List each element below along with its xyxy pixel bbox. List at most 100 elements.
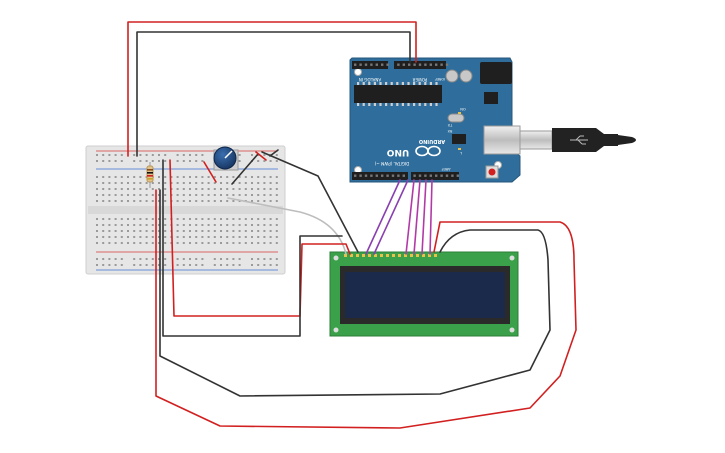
breadboard-hole [275, 224, 278, 226]
breadboard-hole [189, 200, 191, 202]
breadboard-hole [238, 176, 241, 178]
header-pin [413, 174, 416, 177]
breadboard-hole [226, 230, 229, 232]
breadboard-hole [96, 176, 98, 178]
breadboard-hole [220, 224, 222, 226]
breadboard-hole [269, 242, 272, 244]
breadboard-hole [176, 230, 179, 232]
lcd-pin [398, 254, 401, 257]
wire-backlight-red [155, 189, 577, 429]
chip-pin [429, 82, 432, 85]
header-pin [424, 63, 427, 66]
breadboard-hole [176, 264, 179, 266]
breadboard-hole [96, 224, 98, 226]
breadboard-hole [114, 264, 117, 266]
breadboard-hole [201, 264, 204, 266]
lcd-pin [422, 254, 425, 257]
header-pin [435, 174, 438, 177]
wire-d3-magenta [421, 179, 427, 255]
breadboard-hole [164, 200, 167, 202]
header-pin [418, 174, 422, 177]
breadboard-hole [182, 264, 185, 266]
header-pin [429, 174, 432, 177]
breadboard-hole [263, 200, 266, 202]
breadboard-hole [145, 160, 148, 162]
breadboard-hole [145, 230, 148, 232]
breadboard-hole [195, 154, 198, 156]
chip-pin [396, 103, 399, 106]
breadboard-hole [213, 218, 216, 220]
breadboard-hole [151, 258, 154, 260]
lcd-pin [380, 254, 383, 257]
breadboard-hole [189, 236, 191, 238]
breadboard-hole [182, 236, 185, 238]
breadboard-hole [145, 200, 148, 202]
breadboard-hole [263, 258, 266, 260]
breadboard-hole [182, 258, 185, 260]
breadboard-hole [164, 160, 167, 162]
potentiometer[interactable] [213, 146, 239, 171]
breadboard-hole [139, 154, 142, 156]
breadboard-hole [251, 176, 253, 178]
breadboard-hole [176, 182, 179, 184]
breadboard-hole [275, 242, 278, 244]
breadboard-hole [176, 200, 179, 202]
wires [127, 21, 577, 429]
header-pin [445, 63, 449, 66]
reset-button-cap[interactable] [488, 168, 496, 176]
wire-d2-magenta [429, 179, 433, 255]
breadboard-hole [139, 160, 142, 162]
chip-pin [435, 82, 438, 85]
wire-d4-magenta [413, 179, 421, 255]
breadboard-hole [164, 188, 167, 190]
breadboard-hole [257, 200, 260, 202]
ioref-label: IOREF [435, 77, 445, 81]
breadboard-hole [164, 230, 167, 232]
breadboard-hole [151, 194, 154, 196]
breadboard-hole [207, 230, 210, 232]
breadboard-hole [269, 194, 272, 196]
breadboard-hole [275, 218, 278, 220]
breadboard-hole [244, 224, 247, 226]
breadboard-hole [244, 218, 247, 220]
breadboard-hole [182, 176, 185, 178]
breadboard-hole [108, 230, 111, 232]
breadboard-hole [220, 236, 222, 238]
breadboard-hole [275, 236, 278, 238]
breadboard-hole [182, 182, 185, 184]
breadboard-hole [158, 236, 160, 238]
breadboard-hole [133, 182, 136, 184]
breadboard-hole [201, 160, 204, 162]
header-pin [456, 174, 459, 177]
breadboard-hole [244, 182, 247, 184]
breadboard-hole [238, 242, 241, 244]
breadboard-hole [151, 224, 154, 226]
breadboard-hole [133, 160, 136, 162]
breadboard-hole [201, 154, 204, 156]
breadboard-hole [244, 230, 247, 232]
breadboard-hole [263, 264, 266, 266]
breadboard-hole [201, 258, 204, 260]
breadboard-hole [232, 264, 235, 266]
header-pins [354, 63, 459, 177]
breadboard-hole [102, 242, 105, 244]
voltage-regulator [484, 92, 498, 104]
breadboard-hole [257, 188, 260, 190]
breadboard-hole [164, 154, 167, 156]
breadboard-hole [139, 236, 142, 238]
breadboard-hole [164, 236, 167, 238]
breadboard-hole [96, 264, 98, 266]
breadboard-hole [251, 224, 253, 226]
breadboard-hole [213, 236, 216, 238]
tx-led-icon [458, 112, 461, 114]
breadboard-hole [195, 182, 198, 184]
breadboard-hole [195, 258, 198, 260]
breadboard-hole [220, 182, 222, 184]
breadboard-hole [238, 230, 241, 232]
chip-pin [407, 82, 410, 85]
breadboard-hole [127, 182, 129, 184]
breadboard-hole [139, 176, 142, 178]
breadboard-hole [139, 188, 142, 190]
breadboard-hole [139, 224, 142, 226]
breadboard-hole [232, 242, 235, 244]
